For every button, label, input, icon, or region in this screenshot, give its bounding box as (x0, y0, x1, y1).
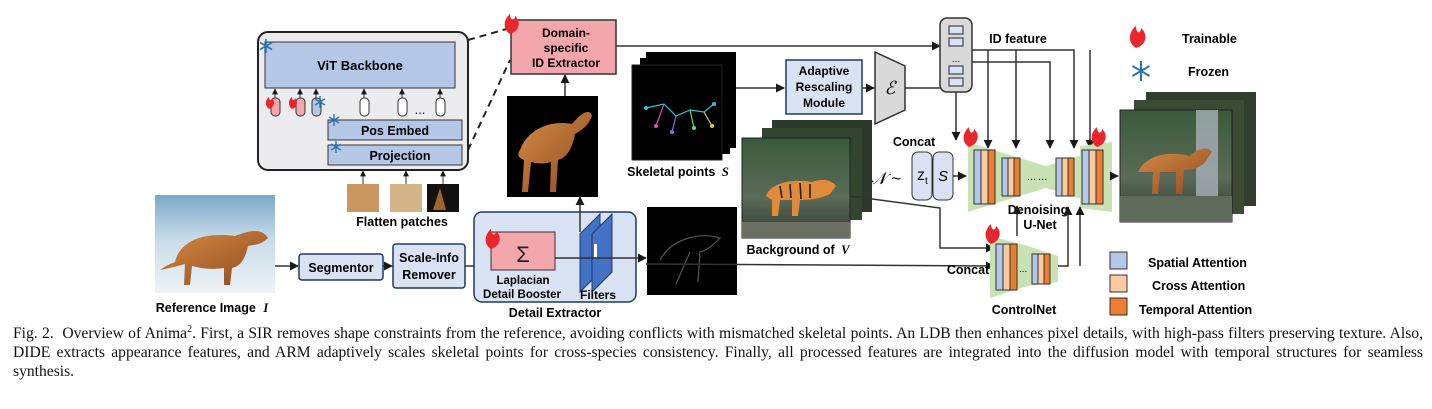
zt-base: z (917, 167, 925, 184)
sigma-symbol: Σ (516, 242, 530, 267)
concat-top-label: Concat (893, 135, 936, 149)
background-video-frames: Background of V (741, 120, 872, 257)
background-v-symbol: V (841, 243, 851, 257)
pos-embed-block: Pos Embed (327, 119, 463, 141)
flame-icon (288, 97, 297, 109)
laplacian-label: Laplacian (496, 275, 549, 287)
vit-panel: ViT Backbone ... (257, 31, 469, 171)
flame-icon (504, 14, 519, 34)
filters-icon (579, 212, 613, 294)
detail-booster-label: Detail Booster (483, 289, 561, 301)
vit-backbone-block: ViT Backbone (264, 41, 456, 89)
flatten-patches: Flatten patches (347, 170, 459, 229)
svg-text:Background of V: Background of V (746, 243, 851, 257)
controlnet: ... ControlNet (990, 236, 1058, 317)
svg-text:Skeletal points S: Skeletal points S (627, 165, 729, 179)
scale-info-label: Scale-Info (399, 251, 459, 265)
unet-label-2: U-Net (1023, 218, 1057, 232)
caption-sup: 2 (187, 324, 193, 335)
legend-trainable: Trainable (1182, 32, 1237, 46)
svg-text:zt: zt (917, 167, 928, 187)
reference-image-label: Reference Image (156, 301, 256, 315)
detail-image (647, 207, 737, 295)
caption-body: . First, a SIR removes shape constraints… (13, 325, 1424, 381)
detail-extractor-label: Detail Extractor (509, 306, 602, 320)
caption-fig: Fig. 2. (13, 325, 54, 343)
unet-ellipsis-1: ... (1027, 171, 1036, 183)
detail-extractor-panel: Σ Laplacian Detail Booster Filters Detai… (473, 211, 647, 320)
reference-image-symbol: I (262, 301, 269, 315)
encoder-symbol: ℰ (885, 78, 898, 98)
remover-label: Remover (402, 268, 456, 282)
segmentor-label: Segmentor (308, 261, 373, 275)
arm-line2: Rescaling (796, 80, 853, 94)
legend-temporal: Temporal Attention (1139, 303, 1252, 317)
id-extractor-block: Domain- specific ID Extractor (510, 19, 617, 75)
id-extractor-line3: ID Extractor (532, 56, 600, 70)
vit-backbone-label: ViT Backbone (317, 58, 403, 73)
reference-image: Reference Image I (155, 195, 275, 315)
pos-embed-label: Pos Embed (361, 124, 429, 138)
denoising-unet: ... ... Denoising U-Net (968, 142, 1112, 232)
background-label: Background of (746, 243, 835, 257)
skeletal-points-image: Skeletal points S (627, 52, 736, 179)
svg-text:Reference Image I: Reference Image I (156, 301, 270, 315)
unet-label-1: Denoising (1008, 203, 1068, 217)
segmentor-block: Segmentor (298, 253, 384, 281)
legend-cross: Cross Attention (1152, 279, 1245, 293)
controlnet-label: ControlNet (992, 303, 1057, 317)
fox-foreground-image (507, 96, 598, 197)
frozen-icon (259, 39, 273, 53)
flame-icon (963, 127, 978, 147)
projection-block: Projection (327, 144, 463, 166)
frozen-icon (1131, 61, 1151, 81)
arm-line3: Module (803, 96, 845, 110)
caption-title: Overview of Anima (62, 325, 188, 343)
concat-bottom-label: Concat (947, 263, 990, 277)
flame-icon (1091, 127, 1106, 147)
projection-label: Projection (369, 149, 430, 163)
latent-block: 𝒩 ~ zt S (870, 151, 954, 201)
scale-info-remover-block: Scale-Info Remover (392, 243, 466, 289)
frozen-icon (328, 114, 340, 126)
legend-spatial: Spatial Attention (1148, 256, 1247, 270)
encoder-block: ℰ (874, 50, 906, 126)
zt-sub: t (925, 176, 928, 187)
id-feature-ellipsis: ... (952, 54, 960, 65)
skeletal-points-label: Skeletal points (627, 165, 715, 179)
filters-label: Filters (580, 288, 616, 302)
id-extractor-line2: specific (544, 41, 589, 55)
flame-icon (985, 224, 1000, 244)
arm-line1: Adaptive (799, 64, 850, 78)
id-feature-label: ID feature (989, 32, 1047, 46)
flame-icon (1129, 26, 1146, 48)
flatten-patches-label: Flatten patches (356, 215, 448, 229)
noise-prefix: 𝒩 ~ (870, 169, 901, 188)
skeletal-symbol: S (722, 165, 729, 179)
id-extractor-line1: Domain- (542, 26, 590, 40)
token-ellipsis: ... (415, 102, 426, 117)
latent-s-symbol: S (938, 168, 948, 185)
id-feature-stack: ... ID feature (939, 17, 1047, 93)
flame-icon (485, 229, 500, 249)
figure-caption: Fig. 2. Overview of Anima2. First, a SIR… (13, 320, 1423, 381)
frozen-icon (330, 141, 342, 153)
frozen-icon (314, 96, 326, 108)
legend: Trainable Frozen Spatial Attention Cross… (1109, 26, 1252, 317)
controlnet-ellipsis: ... (1019, 264, 1027, 275)
legend-frozen: Frozen (1188, 65, 1229, 79)
output-video-frames (1119, 92, 1256, 223)
unet-ellipsis-2: ... (1038, 171, 1047, 183)
adaptive-rescaling-module: Adaptive Rescaling Module (785, 59, 863, 115)
flame-icon (265, 97, 274, 109)
